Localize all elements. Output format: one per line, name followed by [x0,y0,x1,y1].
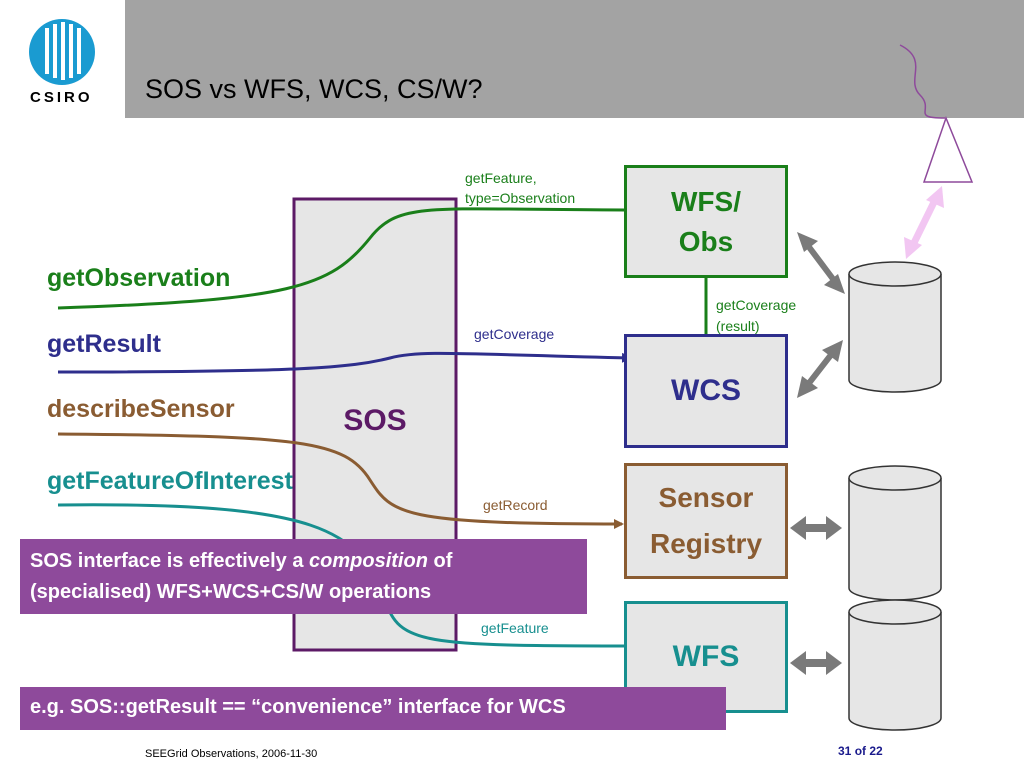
page-number: 31 of 22 [838,744,883,758]
sensor-triangle-icon [922,115,974,183]
pink-double-arrow-icon [904,186,944,259]
box-line: WFS/ [671,185,741,217]
database-icon [848,599,942,731]
box-line: Obs [678,225,734,257]
note-line: (specialised) WFS+WCS+CS/W operations [30,581,432,603]
label-line: (result) [716,318,760,334]
wfs-obs-box: WFS/ Obs [624,165,788,278]
page-of: of [854,744,867,758]
label-line: type=Observation [465,190,576,206]
op-get-observation: getObservation [47,264,231,292]
op-get-feature-of-interest: getFeatureOfInterest [47,467,293,495]
box-line: Registry [649,528,763,559]
convenience-note: e.g. SOS::getResult == “convenience” int… [20,687,726,730]
label-line: getFeature, [465,170,537,186]
note-text: of [427,550,453,572]
logo-area: CSIRO [0,0,125,118]
note-emphasis: composition [309,550,428,572]
footer-text: SEEGrid Observations, 2006-11-30 [145,748,318,760]
label-get-feature-observation: getFeature, type=Observation [465,168,575,208]
page-current: 31 [838,744,852,758]
composition-note: SOS interface is effectively a compositi… [20,539,587,614]
slide-title: SOS vs WFS, WCS, CS/W? [145,74,483,104]
note-line: SOS interface is effectively a compositi… [30,546,587,577]
label-get-coverage-result: getCoverage (result) [716,295,796,337]
box-line: Sensor [658,482,754,513]
get-result-connector [57,351,632,374]
label-get-feature: getFeature [481,620,549,636]
gray-double-arrow-icon [790,651,842,675]
gray-double-arrow-icon [797,340,843,398]
op-get-result: getResult [47,330,161,358]
sensor-registry-box: Sensor Registry [624,463,788,579]
gray-double-arrow-icon [790,516,842,540]
title-bar [125,0,1024,118]
wcs-box: WCS [624,334,788,448]
csiro-logo-icon [29,19,95,85]
database-icon [848,261,942,393]
op-describe-sensor: describeSensor [47,395,235,423]
note-text: SOS interface is effectively a [30,550,310,572]
label-get-coverage: getCoverage [474,326,555,342]
logo-text: CSIRO [30,89,93,106]
database-icon [848,465,942,601]
describe-sensor-connector [57,432,624,529]
gray-double-arrow-icon [797,232,845,294]
label-line: getCoverage [716,297,797,313]
get-observation-connector [57,204,642,310]
sos-label: SOS [343,404,407,437]
page-total: 22 [869,744,883,758]
signal-wave-icon [899,44,946,119]
label-get-record: getRecord [483,497,548,513]
